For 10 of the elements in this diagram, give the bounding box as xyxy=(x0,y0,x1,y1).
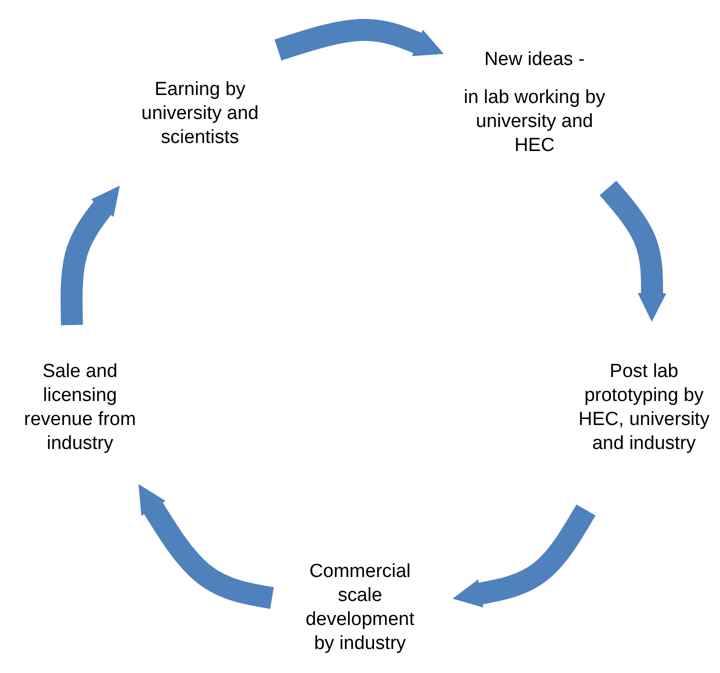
curved-arrow xyxy=(452,504,596,608)
curved-arrow xyxy=(600,180,666,322)
step-label: Post lab prototyping by HEC, university and industry xyxy=(578,360,710,456)
step-label: Commercial scale development by industry xyxy=(304,560,416,656)
step-label: Sale and licensing revenue from industry xyxy=(23,360,137,456)
step-label: in lab working by university and HEC xyxy=(462,86,606,158)
curved-arrow xyxy=(60,186,120,326)
step-label: Earning by university and scientists xyxy=(140,78,260,150)
curved-arrow xyxy=(274,18,444,60)
step-label: New ideas - xyxy=(483,48,586,72)
